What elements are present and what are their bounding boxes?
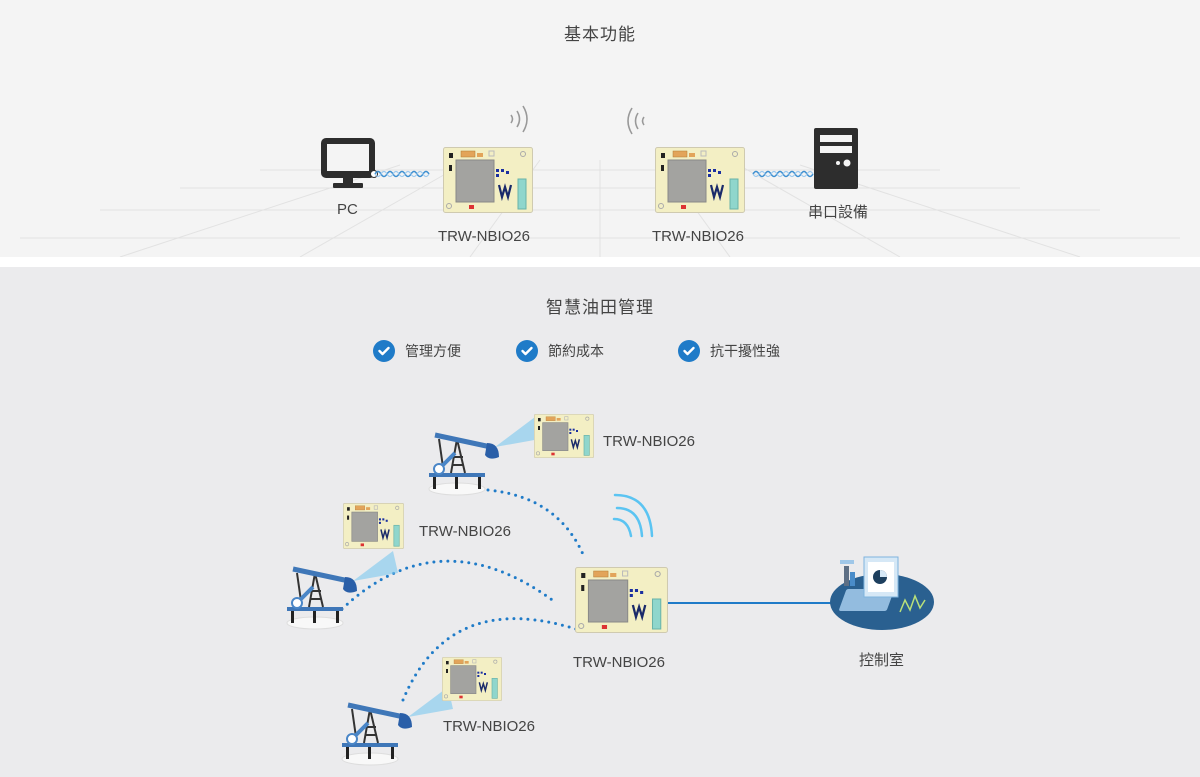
pump-jack-icon <box>341 687 453 766</box>
wifi-signal-icon <box>612 493 654 538</box>
connection-lines <box>340 488 835 702</box>
module-right-label: TRW-NBIO26 <box>652 228 744 245</box>
pump-jack-top <box>425 417 545 501</box>
pcb-board-graphic <box>442 657 502 701</box>
check-circle-icon <box>516 340 538 362</box>
serial-device-label: 串口設備 <box>808 204 869 221</box>
pc-label: PC <box>337 201 358 218</box>
serial-cable-right <box>752 170 814 178</box>
pcb-board-graphic <box>343 503 404 549</box>
pump-jack-middle <box>283 551 403 635</box>
feature-item: 抗干擾性強 <box>678 340 780 362</box>
smart-oilfield-section: 智慧油田管理 管理方便 節約成本 抗干擾性強 <box>0 267 1200 777</box>
feature-label: 節約成本 <box>548 344 604 360</box>
serial-device-icon <box>814 128 858 189</box>
pcb-board-graphic <box>534 414 594 458</box>
feature-label: 抗干擾性強 <box>710 344 780 360</box>
pcb-board-graphic <box>575 567 668 633</box>
module-bottom-label: TRW-NBIO26 <box>443 718 535 735</box>
pcb-board-graphic <box>443 147 533 213</box>
nb-iot-module-middle <box>343 503 404 549</box>
pump-jack-icon <box>428 417 540 496</box>
nb-iot-module-left <box>443 147 533 213</box>
link-middle-pump <box>340 559 557 611</box>
check-circle-icon <box>373 340 395 362</box>
control-room-icon <box>830 556 934 630</box>
pcb-board-graphic <box>655 147 745 213</box>
pump-jack-bottom <box>338 687 458 771</box>
module-middle-label: TRW-NBIO26 <box>419 523 511 540</box>
pump-jack-icon <box>286 551 398 630</box>
section-title: 基本功能 <box>564 25 636 45</box>
feature-label: 管理方便 <box>405 344 461 360</box>
check-circle-icon <box>678 340 700 362</box>
control-room-label: 控制室 <box>859 652 905 669</box>
feature-item: 管理方便 <box>373 340 461 362</box>
nb-iot-module-right <box>655 147 745 213</box>
section-title: 智慧油田管理 <box>546 298 654 318</box>
link-top-pump <box>486 488 587 561</box>
signal-waves-left-icon <box>627 107 645 135</box>
pc-monitor-icon <box>321 138 378 188</box>
feature-item: 節約成本 <box>516 340 604 362</box>
nb-iot-gateway-module <box>575 567 668 633</box>
module-left-label: TRW-NBIO26 <box>438 228 530 245</box>
module-top-label: TRW-NBIO26 <box>603 433 695 450</box>
serial-cable-left <box>374 170 430 178</box>
gateway-label: TRW-NBIO26 <box>573 654 665 671</box>
basic-function-section: 基本功能 PC TRW-NBIO26 <box>0 0 1200 257</box>
signal-waves-right-icon <box>510 105 528 133</box>
link-bottom-pump <box>401 617 584 702</box>
nb-iot-module-bottom <box>442 657 502 701</box>
nb-iot-module-top <box>534 414 594 458</box>
